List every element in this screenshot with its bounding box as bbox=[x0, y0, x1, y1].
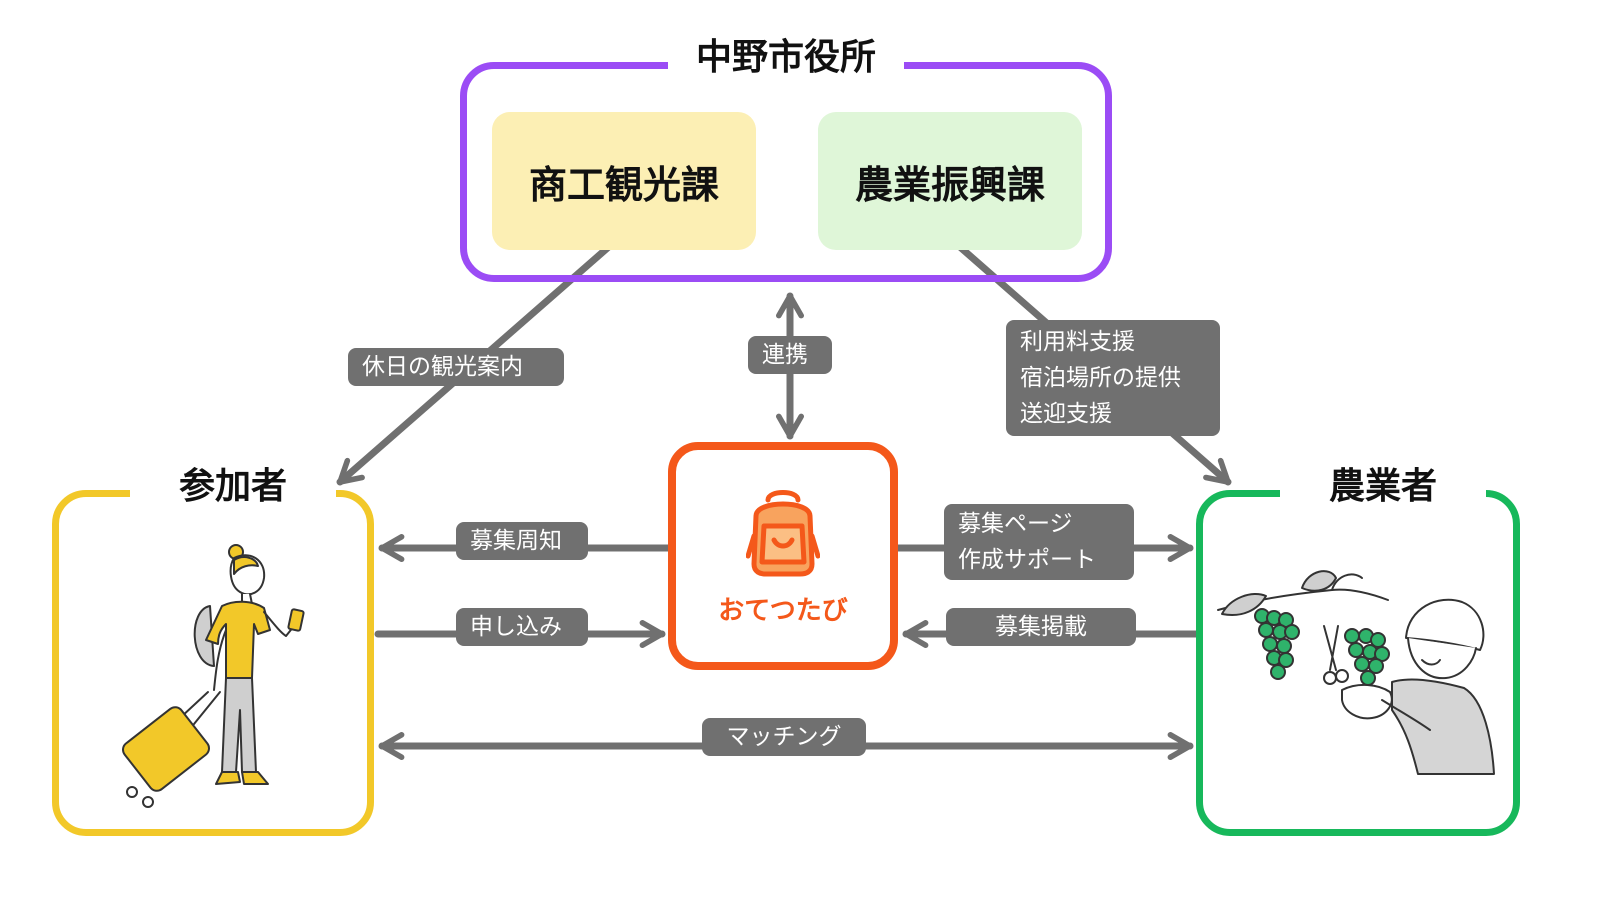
commerce-tourism-dept: 商工観光課 bbox=[492, 112, 756, 250]
label-page-support: 募集ページ 作成サポート bbox=[944, 504, 1134, 580]
otetsutabi-name: おてつたび bbox=[718, 596, 848, 626]
farmers-title: 農業者 bbox=[1280, 465, 1486, 509]
label-page-support-line1: 募集ページ bbox=[958, 511, 1073, 537]
agri-promotion-dept-label: 農業振興課 bbox=[854, 162, 1045, 207]
label-holiday-tour-text: 休日の観光案内 bbox=[362, 354, 523, 380]
label-recruit-notice-text: 募集周知 bbox=[470, 528, 562, 554]
agri-promotion-dept: 農業振興課 bbox=[818, 112, 1082, 250]
label-matching-text: マッチング bbox=[726, 724, 842, 750]
label-recruit-notice: 募集周知 bbox=[456, 522, 588, 560]
label-listing: 募集掲載 bbox=[946, 608, 1136, 646]
participants-title: 参加者 bbox=[130, 465, 336, 509]
label-apply-text: 申し込み bbox=[470, 614, 562, 640]
city-hall-title: 中野市役所 bbox=[668, 36, 904, 80]
label-page-support-line2: 作成サポート bbox=[958, 547, 1096, 573]
label-support-line3: 送迎支援 bbox=[1020, 401, 1112, 427]
label-cooperation: 連携 bbox=[748, 336, 832, 374]
label-holiday-tour: 休日の観光案内 bbox=[348, 348, 564, 386]
farmer-harvesting-grapes-illustration bbox=[1217, 570, 1495, 775]
label-support-line1: 利用料支援 bbox=[1020, 329, 1135, 355]
traveler-with-suitcase-illustration bbox=[122, 544, 305, 808]
label-farmer-support: 利用料支援 宿泊場所の提供 送迎支援 bbox=[1006, 320, 1220, 436]
label-listing-text: 募集掲載 bbox=[995, 614, 1087, 640]
label-cooperation-text: 連携 bbox=[762, 342, 808, 368]
label-matching: マッチング bbox=[702, 718, 866, 756]
backpack-icon bbox=[746, 490, 820, 577]
label-support-line2: 宿泊場所の提供 bbox=[1020, 365, 1181, 391]
label-apply: 申し込み bbox=[456, 608, 588, 646]
otetsutabi-box: おてつたび bbox=[668, 442, 898, 670]
commerce-tourism-dept-label: 商工観光課 bbox=[528, 162, 719, 207]
